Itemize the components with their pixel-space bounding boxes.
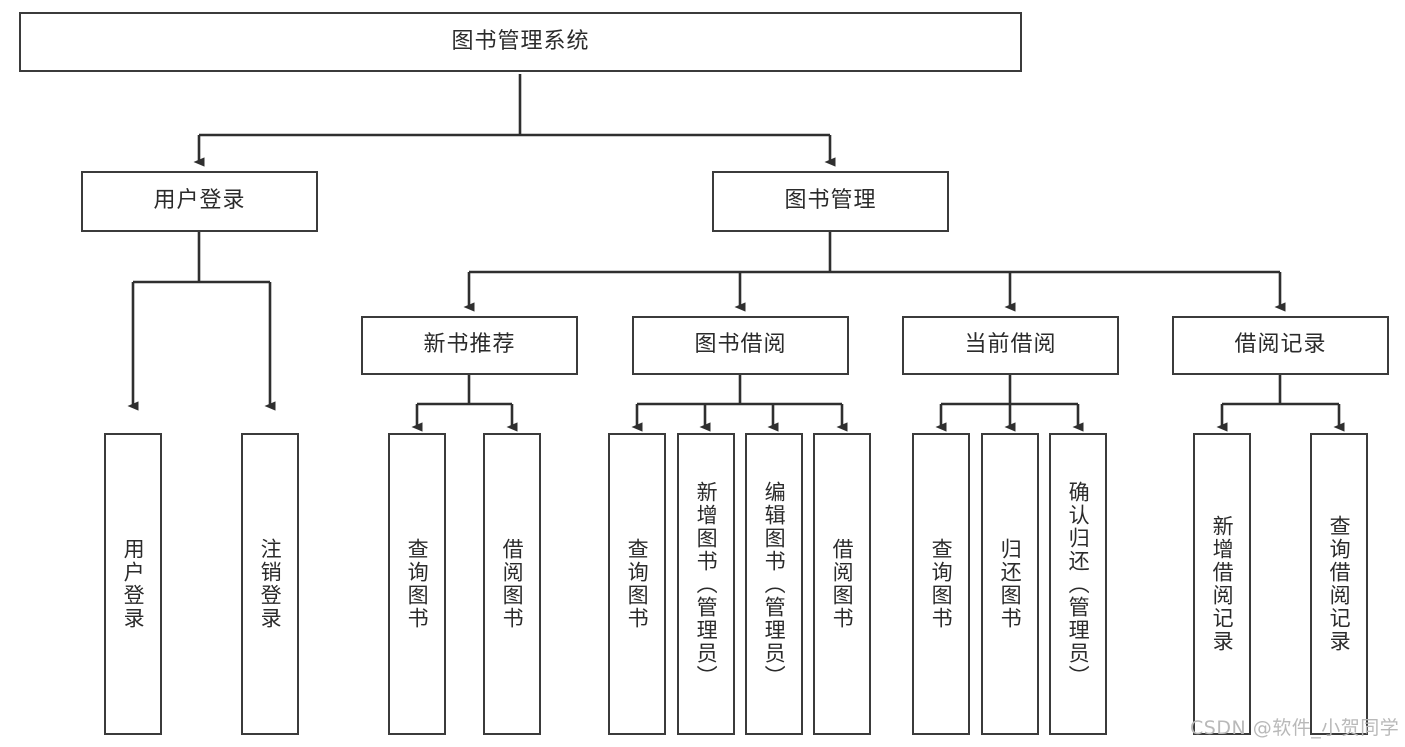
watermark-text: CSDN @软件_小贺同学	[1190, 717, 1400, 739]
node-leaf-logout[interactable]: 注销登录	[241, 433, 299, 735]
node-book-borrow[interactable]: 图书借阅	[632, 316, 849, 375]
node-leaf-borrow-book-2-label: 借阅图书	[830, 538, 855, 630]
node-leaf-add-book-label: 新增图书（管理员）	[694, 480, 719, 688]
node-leaf-confirm-return[interactable]: 确认归还（管理员）	[1049, 433, 1107, 735]
node-root-label: 图书管理系统	[451, 28, 590, 54]
node-leaf-query-book-3-label: 查询图书	[929, 538, 954, 630]
node-leaf-borrow-book-2[interactable]: 借阅图书	[813, 433, 871, 735]
node-leaf-user-login[interactable]: 用户登录	[104, 433, 162, 735]
node-current-borrow-label: 当前借阅	[964, 332, 1057, 358]
node-borrow-record[interactable]: 借阅记录	[1172, 316, 1389, 375]
node-leaf-return-book[interactable]: 归还图书	[981, 433, 1039, 735]
node-user-login-label: 用户登录	[153, 188, 246, 214]
node-leaf-logout-label: 注销登录	[258, 538, 283, 630]
node-leaf-add-book[interactable]: 新增图书（管理员）	[677, 433, 735, 735]
node-leaf-return-book-label: 归还图书	[998, 538, 1023, 630]
node-leaf-add-record[interactable]: 新增借阅记录	[1193, 433, 1251, 735]
node-leaf-edit-book[interactable]: 编辑图书（管理员）	[745, 433, 803, 735]
node-leaf-query-book-1[interactable]: 查询图书	[388, 433, 446, 735]
node-leaf-user-login-label: 用户登录	[121, 538, 146, 630]
node-leaf-query-book-3[interactable]: 查询图书	[912, 433, 970, 735]
node-leaf-query-book-2-label: 查询图书	[625, 538, 650, 630]
node-leaf-query-record[interactable]: 查询借阅记录	[1310, 433, 1368, 735]
node-borrow-record-label: 借阅记录	[1234, 332, 1327, 358]
node-leaf-add-record-label: 新增借阅记录	[1210, 515, 1235, 653]
node-new-book-recommend-label: 新书推荐	[423, 332, 516, 358]
node-new-book-recommend[interactable]: 新书推荐	[361, 316, 578, 375]
node-book-borrow-label: 图书借阅	[694, 332, 787, 358]
node-leaf-borrow-book-1[interactable]: 借阅图书	[483, 433, 541, 735]
node-leaf-query-book-1-label: 查询图书	[405, 538, 430, 630]
node-book-management[interactable]: 图书管理	[712, 171, 949, 232]
node-leaf-borrow-book-1-label: 借阅图书	[500, 538, 525, 630]
node-leaf-edit-book-label: 编辑图书（管理员）	[762, 480, 787, 688]
node-current-borrow[interactable]: 当前借阅	[902, 316, 1119, 375]
node-leaf-confirm-return-label: 确认归还（管理员）	[1066, 480, 1091, 688]
node-root[interactable]: 图书管理系统	[19, 12, 1022, 72]
node-book-management-label: 图书管理	[784, 188, 877, 214]
node-leaf-query-record-label: 查询借阅记录	[1327, 515, 1352, 653]
node-user-login[interactable]: 用户登录	[81, 171, 318, 232]
node-leaf-query-book-2[interactable]: 查询图书	[608, 433, 666, 735]
